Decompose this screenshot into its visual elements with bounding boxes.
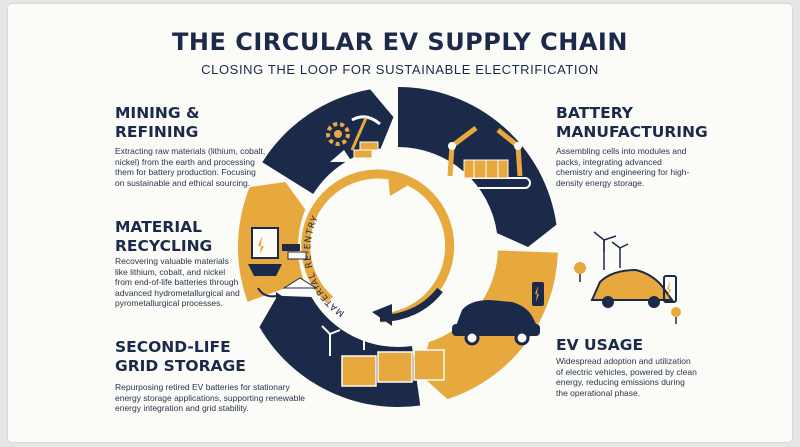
wind-turbine-icon xyxy=(321,319,375,356)
metal-bars-icon xyxy=(282,244,318,289)
pickaxe-icon xyxy=(350,115,381,151)
manufacturing-description: Assembling cells into modules and packs,… xyxy=(556,146,690,188)
charger-icon xyxy=(532,282,544,306)
power-pylon-icon xyxy=(405,315,419,341)
manufacturing-title: BATTERY MANUFACTURING xyxy=(556,104,708,141)
recycling-title: MATERIAL RECYCLING xyxy=(115,218,213,255)
robot-arm-icon xyxy=(447,126,523,177)
ingots-icon xyxy=(330,141,379,162)
recycling-description: Recovering valuable materials like lithi… xyxy=(115,256,240,308)
shredder-icon xyxy=(248,227,282,276)
usage-description: Widespread adoption and utilization of e… xyxy=(556,356,697,398)
reentry-arc-gold xyxy=(301,169,455,323)
recycle-arrows-icon xyxy=(257,287,282,300)
side-car-icon xyxy=(590,268,674,308)
reentry-arrowhead-bottom xyxy=(372,304,392,326)
storage-description: Repurposing retired EV batteries for sta… xyxy=(115,382,305,413)
turbine-decoration-icon xyxy=(593,231,629,270)
gear-icon xyxy=(326,122,350,146)
mining-title: MINING & REFINING xyxy=(115,104,200,141)
page-subtitle: CLOSING THE LOOP FOR SUSTAINABLE ELECTRI… xyxy=(201,62,599,77)
car-icon xyxy=(452,300,540,346)
side-charger-icon xyxy=(663,275,677,303)
page-title: THE CIRCULAR EV SUPPLY CHAIN xyxy=(172,28,628,56)
storage-title: SECOND-LIFE GRID STORAGE xyxy=(115,338,246,375)
conveyor-icon xyxy=(447,159,531,189)
tree-icon xyxy=(574,262,681,324)
usage-title: EV USAGE xyxy=(556,336,644,354)
reentry-arrowhead-top xyxy=(388,176,410,196)
battery-pack-icon xyxy=(341,349,445,387)
mining-description: Extracting raw materials (lithium, cobal… xyxy=(115,146,266,188)
